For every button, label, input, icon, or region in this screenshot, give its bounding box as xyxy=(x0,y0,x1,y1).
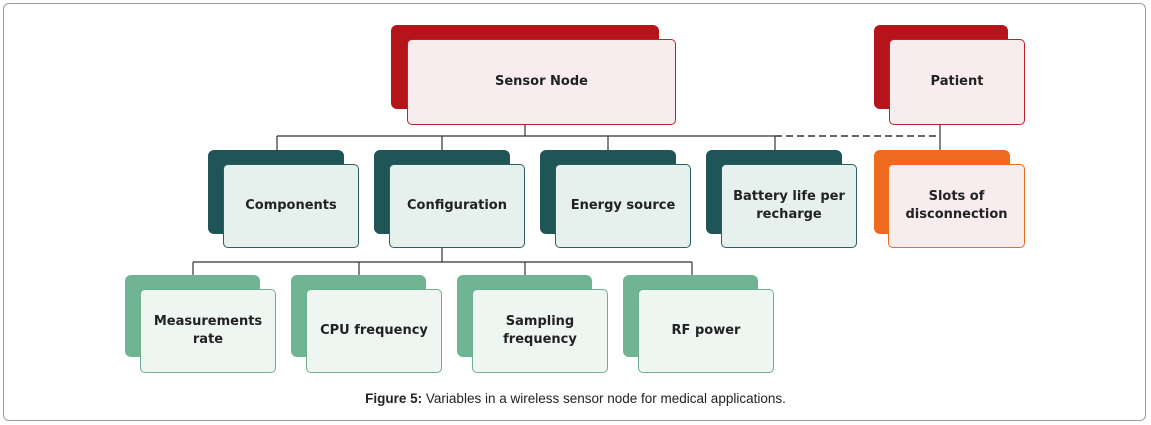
node-label: Slots of disconnection xyxy=(888,164,1025,248)
figure-caption: Figure 5: Variables in a wireless sensor… xyxy=(0,391,1151,406)
node-label: Energy source xyxy=(555,164,691,248)
node-label: Measurements rate xyxy=(140,289,276,373)
node-label: Sampling frequency xyxy=(472,289,608,373)
node-label: Battery life per recharge xyxy=(721,164,857,248)
node-label: Components xyxy=(223,164,359,248)
caption-text: Variables in a wireless sensor node for … xyxy=(425,391,786,406)
figure-frame xyxy=(3,3,1146,421)
node-label: CPU frequency xyxy=(306,289,442,373)
caption-label: Figure 5: xyxy=(365,391,423,406)
node-label: Patient xyxy=(889,39,1025,125)
node-label: Configuration xyxy=(389,164,525,248)
node-label: Sensor Node xyxy=(407,39,676,125)
node-label: RF power xyxy=(638,289,774,373)
